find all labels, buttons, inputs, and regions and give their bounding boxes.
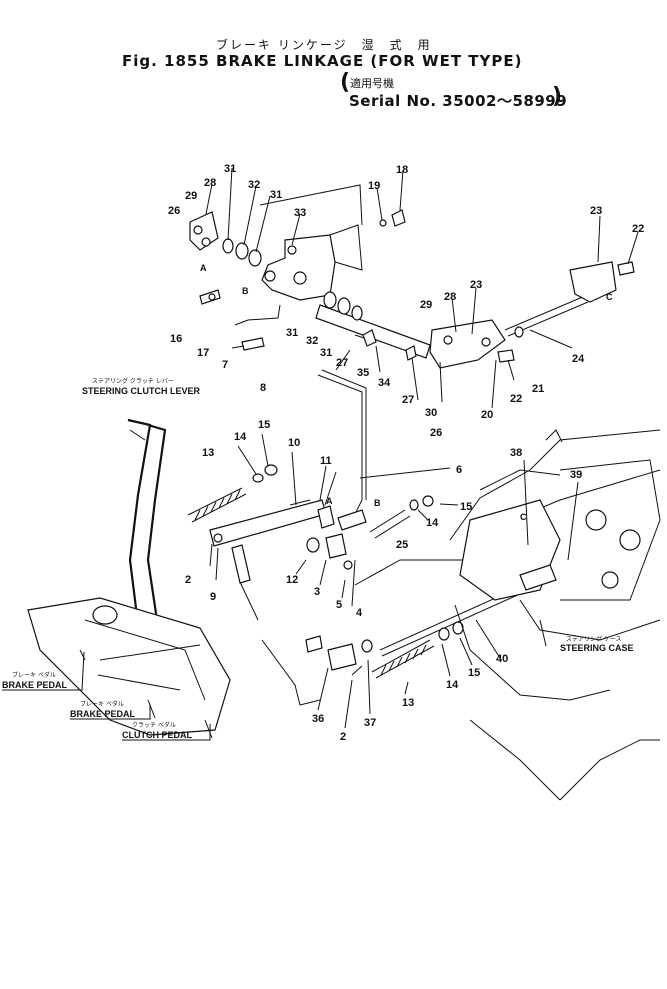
callout-29b: 29 <box>420 299 432 311</box>
callout-31d: 31 <box>320 347 332 359</box>
callout-16: 16 <box>170 333 182 345</box>
callout-29a: 29 <box>185 190 197 202</box>
callout-17: 17 <box>197 347 209 359</box>
callout-26a: 26 <box>168 205 180 217</box>
callout-4: 4 <box>356 607 363 619</box>
marker-a-top: A <box>200 263 207 273</box>
callout-18: 18 <box>396 164 408 176</box>
steering-clutch-lever-label: STEERING CLUTCH LEVER <box>82 386 201 396</box>
callout-25: 25 <box>396 539 408 551</box>
callout-38: 38 <box>510 447 522 459</box>
steering-case-jp: ステアリング ケース <box>566 635 622 643</box>
callout-19: 19 <box>368 180 380 192</box>
bracket-left: ( <box>340 70 351 95</box>
callout-23a: 23 <box>590 205 602 217</box>
component-labels: ステアリング クラッチ レバー STEERING CLUTCH LEVER ステ… <box>2 377 634 741</box>
callout-3: 3 <box>314 586 320 598</box>
brake-pedal-2-label: BRAKE PEDAL <box>70 709 136 719</box>
upper-bracket-assembly <box>189 184 635 369</box>
callout-31a: 31 <box>224 163 236 175</box>
marker-b-mid: B <box>374 498 381 508</box>
callout-24: 24 <box>572 353 585 365</box>
callout-26b: 26 <box>430 427 442 439</box>
callout-14a: 14 <box>234 431 247 443</box>
steering-clutch-lever-jp: ステアリング クラッチ レバー <box>92 377 174 385</box>
callout-20: 20 <box>481 409 493 421</box>
callout-21: 21 <box>532 383 544 395</box>
callout-23b: 23 <box>470 279 482 291</box>
japanese-applicability: 適用号機 <box>350 77 394 90</box>
callout-8: 8 <box>260 382 266 394</box>
brake-pedal-2-jp: ブレーキ ペダル <box>80 700 124 708</box>
callout-5: 5 <box>336 599 342 611</box>
clutch-pedal-label: CLUTCH PEDAL <box>122 730 192 740</box>
callout-32b: 32 <box>306 335 318 347</box>
marker-c-top: C <box>606 292 613 302</box>
leader-lines <box>79 167 639 739</box>
lower-linkage <box>27 369 543 736</box>
callout-31b: 31 <box>270 189 282 201</box>
callout-15a: 15 <box>258 419 270 431</box>
callout-28b: 28 <box>444 291 456 303</box>
steering-clutch-levers <box>127 418 167 641</box>
clutch-pedal-jp: クラッチ ペダル <box>132 721 176 729</box>
callout-12: 12 <box>286 574 298 586</box>
callout-28a: 28 <box>204 177 216 189</box>
brake-pedal-1-jp: ブレーキ ペダル <box>12 671 56 679</box>
callout-27b: 27 <box>402 394 414 406</box>
callout-30: 30 <box>425 407 437 419</box>
callout-9: 9 <box>210 591 216 603</box>
callout-13b: 13 <box>402 697 414 709</box>
bracket-right: ) <box>552 84 563 109</box>
callout-15c: 15 <box>468 667 480 679</box>
callout-31c: 31 <box>286 327 298 339</box>
callout-14c: 14 <box>446 679 459 691</box>
japanese-title: ブレーキ リンケージ 湿 式 用 <box>216 38 432 52</box>
brake-pedal-1-label: BRAKE PEDAL <box>2 680 68 690</box>
callout-36: 36 <box>312 713 324 725</box>
callout-27a: 27 <box>336 357 348 369</box>
marker-b-top: B <box>242 286 249 296</box>
callout-32a: 32 <box>248 179 260 191</box>
callout-39: 39 <box>570 469 582 481</box>
callout-35: 35 <box>357 367 369 379</box>
marker-c-mid: C <box>520 512 527 522</box>
callout-37: 37 <box>364 717 376 729</box>
callout-14b: 14 <box>426 517 439 529</box>
callout-2a: 2 <box>185 574 191 586</box>
serial-range: Serial No. 35002～58999 <box>349 92 568 110</box>
callout-10: 10 <box>288 437 300 449</box>
callout-6: 6 <box>456 464 462 476</box>
callout-40: 40 <box>496 653 508 665</box>
callout-22a: 22 <box>632 223 644 235</box>
steering-case <box>354 429 661 801</box>
callout-34: 34 <box>378 377 391 389</box>
callout-15b: 15 <box>460 501 472 513</box>
callout-numbers: 31 28 29 32 31 26 18 19 33 23 22 A B C 1… <box>168 163 644 743</box>
callout-13a: 13 <box>202 447 214 459</box>
callout-2b: 2 <box>340 731 346 743</box>
figure-title: Fig. 1855 BRAKE LINKAGE (FOR WET TYPE) <box>122 52 523 70</box>
figure-header: ブレーキ リンケージ 湿 式 用 Fig. 1855 BRAKE LINKAGE… <box>0 0 667 120</box>
callout-33: 33 <box>294 207 306 219</box>
callout-22b: 22 <box>510 393 522 405</box>
callout-11: 11 <box>320 455 332 467</box>
marker-a-mid: A <box>326 496 333 506</box>
steering-case-label: STEERING CASE <box>560 643 634 653</box>
callout-7: 7 <box>222 359 228 371</box>
